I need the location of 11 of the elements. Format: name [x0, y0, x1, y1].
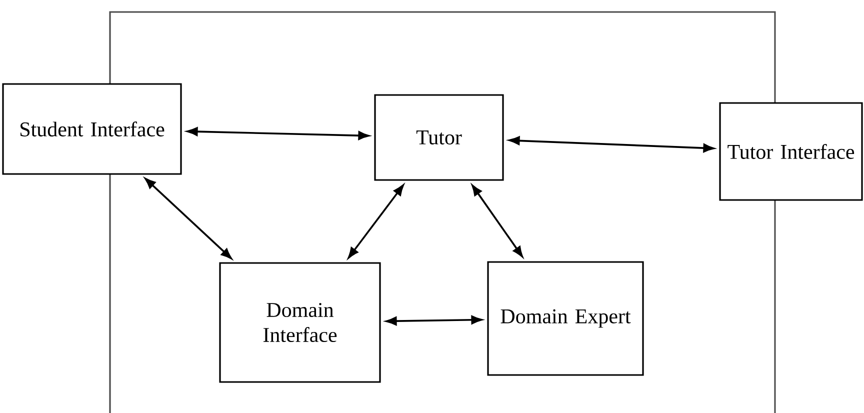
process-box: Domain Expert	[487, 261, 644, 376]
arrow	[144, 178, 232, 260]
arrow	[472, 184, 523, 258]
process-box: Tutor Interface	[719, 102, 863, 201]
arrow	[386, 316, 482, 326]
process-box: Domain Interface	[219, 262, 381, 383]
process-box: Tutor	[374, 94, 504, 181]
process-box: Student Interface	[2, 83, 182, 175]
arrow	[508, 136, 714, 152]
arrow	[348, 184, 404, 258]
arrow	[186, 127, 370, 140]
